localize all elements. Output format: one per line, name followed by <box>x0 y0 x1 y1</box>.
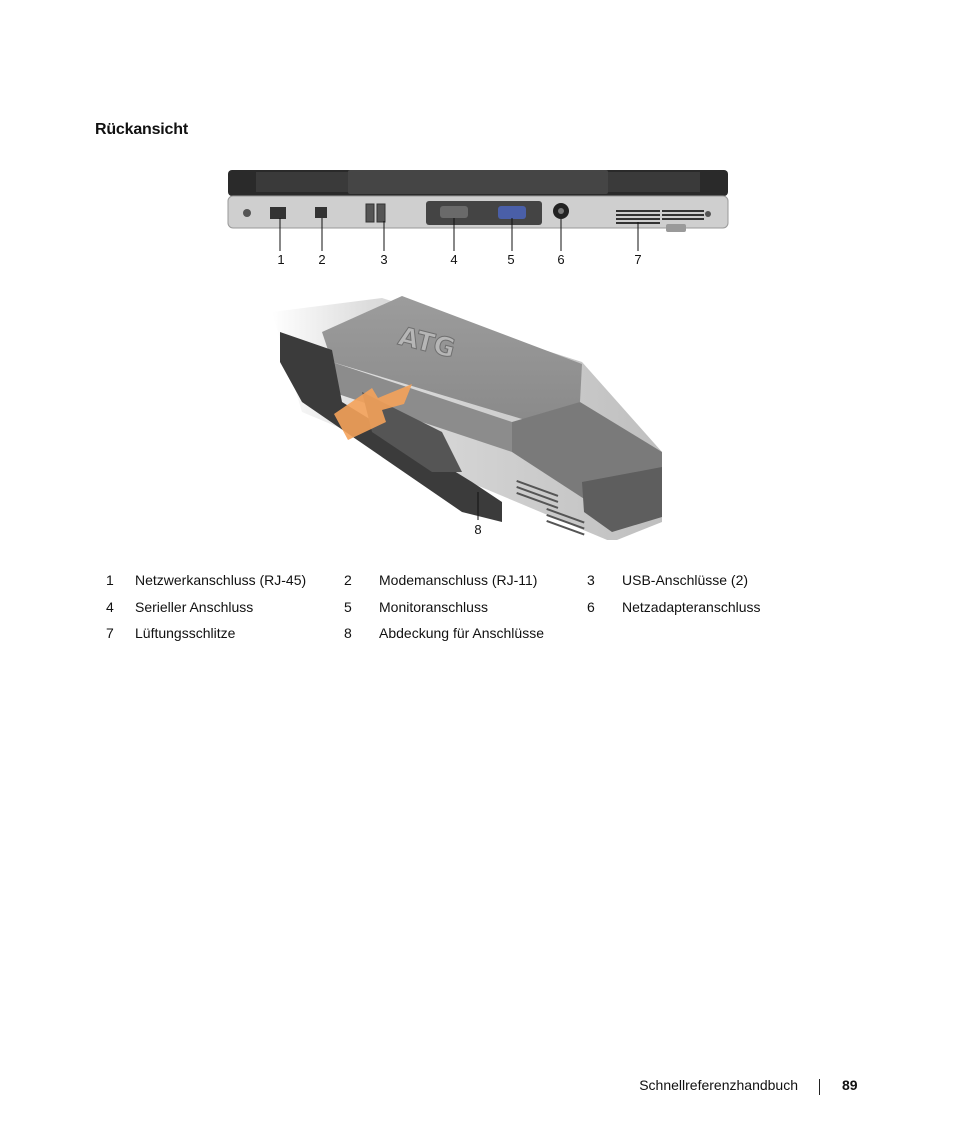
legend-number: 6 <box>587 598 595 615</box>
callout-2: 2 <box>318 252 326 267</box>
legend-label: Serieller Anschluss <box>135 598 254 615</box>
legend-label: Lüftungsschlitze <box>135 625 236 641</box>
legend-row: 1 Netzwerkanschluss (RJ-45) 2 Modemansch… <box>100 571 840 598</box>
port-cover-photo: ATG <box>272 296 662 540</box>
page-number: 89 <box>842 1077 858 1093</box>
legend-label: Netzadapteranschluss <box>622 598 761 615</box>
legend-number: 2 <box>344 572 352 588</box>
legend-number: 1 <box>106 572 114 588</box>
footer-title: Schnellreferenzhandbuch <box>639 1077 798 1093</box>
legend-label: Monitoranschluss <box>379 598 488 615</box>
legend-label: Modemanschluss (RJ-11) <box>379 572 538 588</box>
laptop-back-view-image <box>227 170 729 251</box>
callout-7: 7 <box>634 252 642 267</box>
legend-number: 8 <box>344 625 352 641</box>
legend-number: 4 <box>106 598 114 615</box>
callout-3: 3 <box>380 252 388 267</box>
legend-row: 7 Lüftungsschlitze 8 Abdeckung für Ansch… <box>100 624 840 651</box>
legend-number: 3 <box>587 572 595 588</box>
section-heading: Rückansicht <box>95 121 188 138</box>
callout-8: 8 <box>474 522 482 537</box>
legend-table: 1 Netzwerkanschluss (RJ-45) 2 Modemansch… <box>100 571 840 651</box>
callout-4: 4 <box>450 252 458 267</box>
legend-row: 4 Serieller Anschluss 5 Monitoranschluss… <box>100 598 840 625</box>
legend-number: 7 <box>106 625 114 641</box>
legend-label: USB-Anschlüsse (2) <box>622 572 749 588</box>
legend-label: Abdeckung für Anschlüsse <box>379 625 544 641</box>
callout-1: 1 <box>277 252 285 267</box>
footer-divider <box>819 1079 820 1095</box>
callout-5: 5 <box>507 252 515 267</box>
legend-label: Netzwerkanschluss (RJ-45) <box>135 572 307 588</box>
callout-6: 6 <box>557 252 565 267</box>
legend-number: 5 <box>344 598 352 615</box>
